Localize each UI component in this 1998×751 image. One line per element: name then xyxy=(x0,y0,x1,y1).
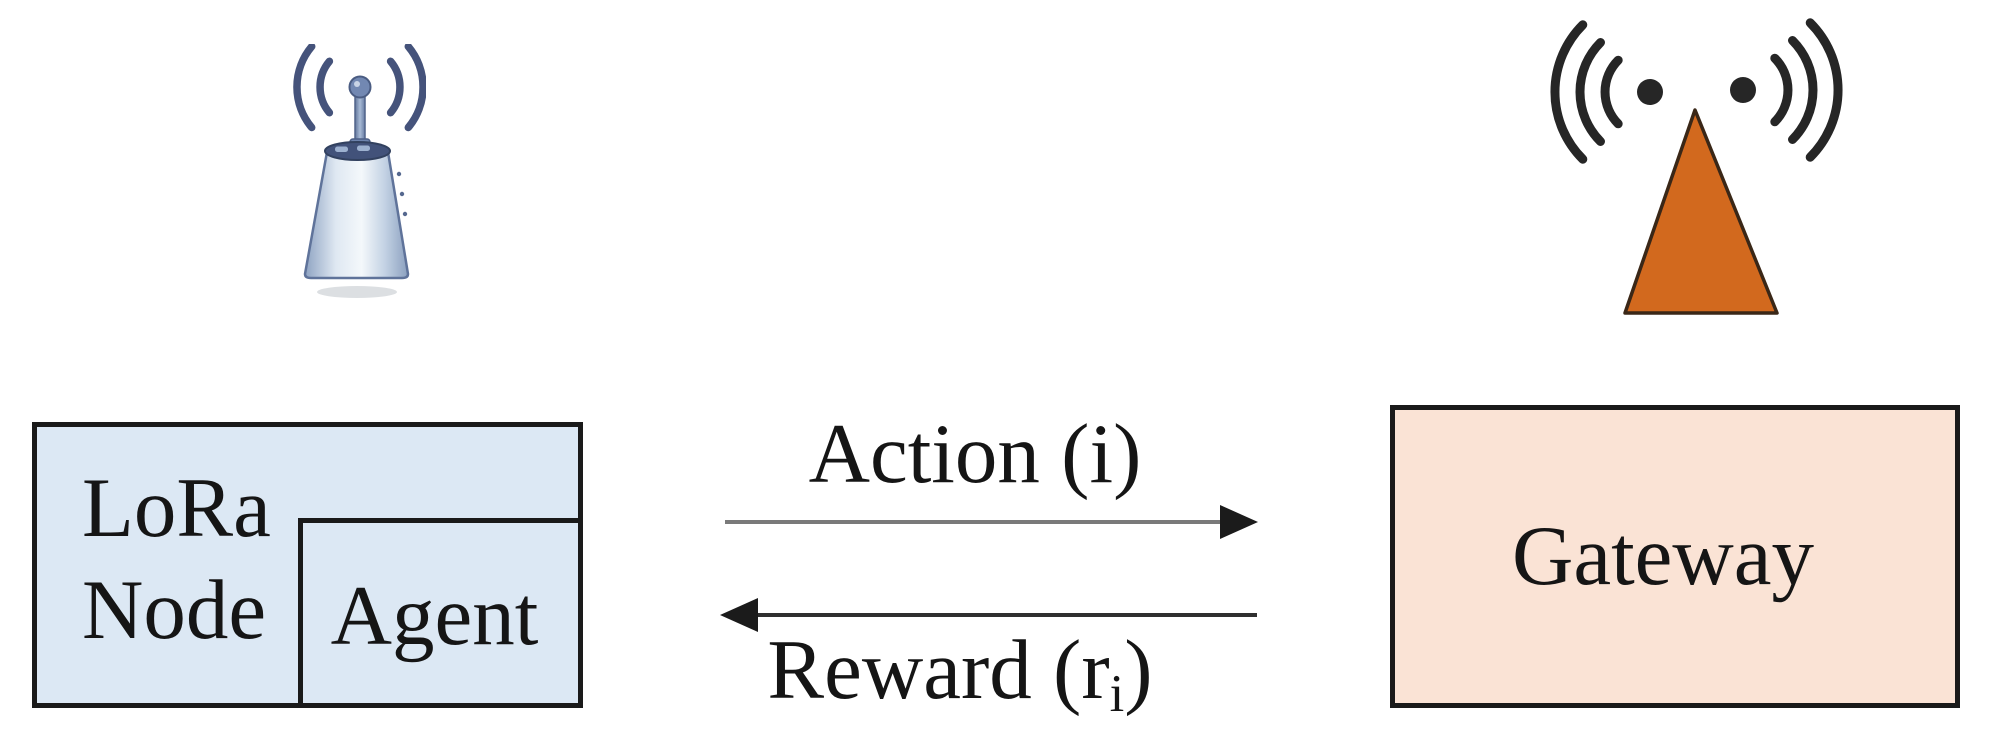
reward-arrowhead-icon xyxy=(720,598,758,632)
action-arrow-line xyxy=(725,520,1222,524)
gateway-radio-waves-icon xyxy=(1550,18,1843,164)
gateway-antenna-icon xyxy=(1550,18,1843,315)
lora-node-box: LoRa Node Agent xyxy=(32,422,583,708)
reward-label-text: Reward (r xyxy=(767,623,1110,717)
right-signal-dot xyxy=(1730,77,1756,103)
gateway-label: Gateway xyxy=(1511,509,1815,603)
lora-radio-waves-icon xyxy=(293,44,426,132)
antenna-shadow xyxy=(317,286,397,298)
agent-label: Agent xyxy=(330,568,539,663)
gateway-box: Gateway xyxy=(1390,405,1960,708)
lora-node-label-line1: LoRa xyxy=(82,461,271,555)
lora-node-label-line2: Node xyxy=(82,563,267,657)
antenna-base-icon xyxy=(303,141,410,280)
reward-arrow-label: Reward (ri) xyxy=(760,628,1160,721)
agent-box: Agent xyxy=(298,518,583,708)
antenna-mast-icon xyxy=(348,75,372,151)
reward-arrow-line xyxy=(756,613,1257,617)
action-arrowhead-icon xyxy=(1220,505,1258,539)
left-signal-dot xyxy=(1637,79,1663,105)
action-arrow-label: Action (i) xyxy=(808,407,1142,501)
reward-label-subscript: i xyxy=(1109,665,1125,724)
reward-label-close: ) xyxy=(1124,623,1153,717)
lora-node-label: LoRa Node xyxy=(82,457,271,661)
gateway-tower-triangle xyxy=(1623,108,1779,315)
lora-antenna-icon xyxy=(293,44,426,298)
